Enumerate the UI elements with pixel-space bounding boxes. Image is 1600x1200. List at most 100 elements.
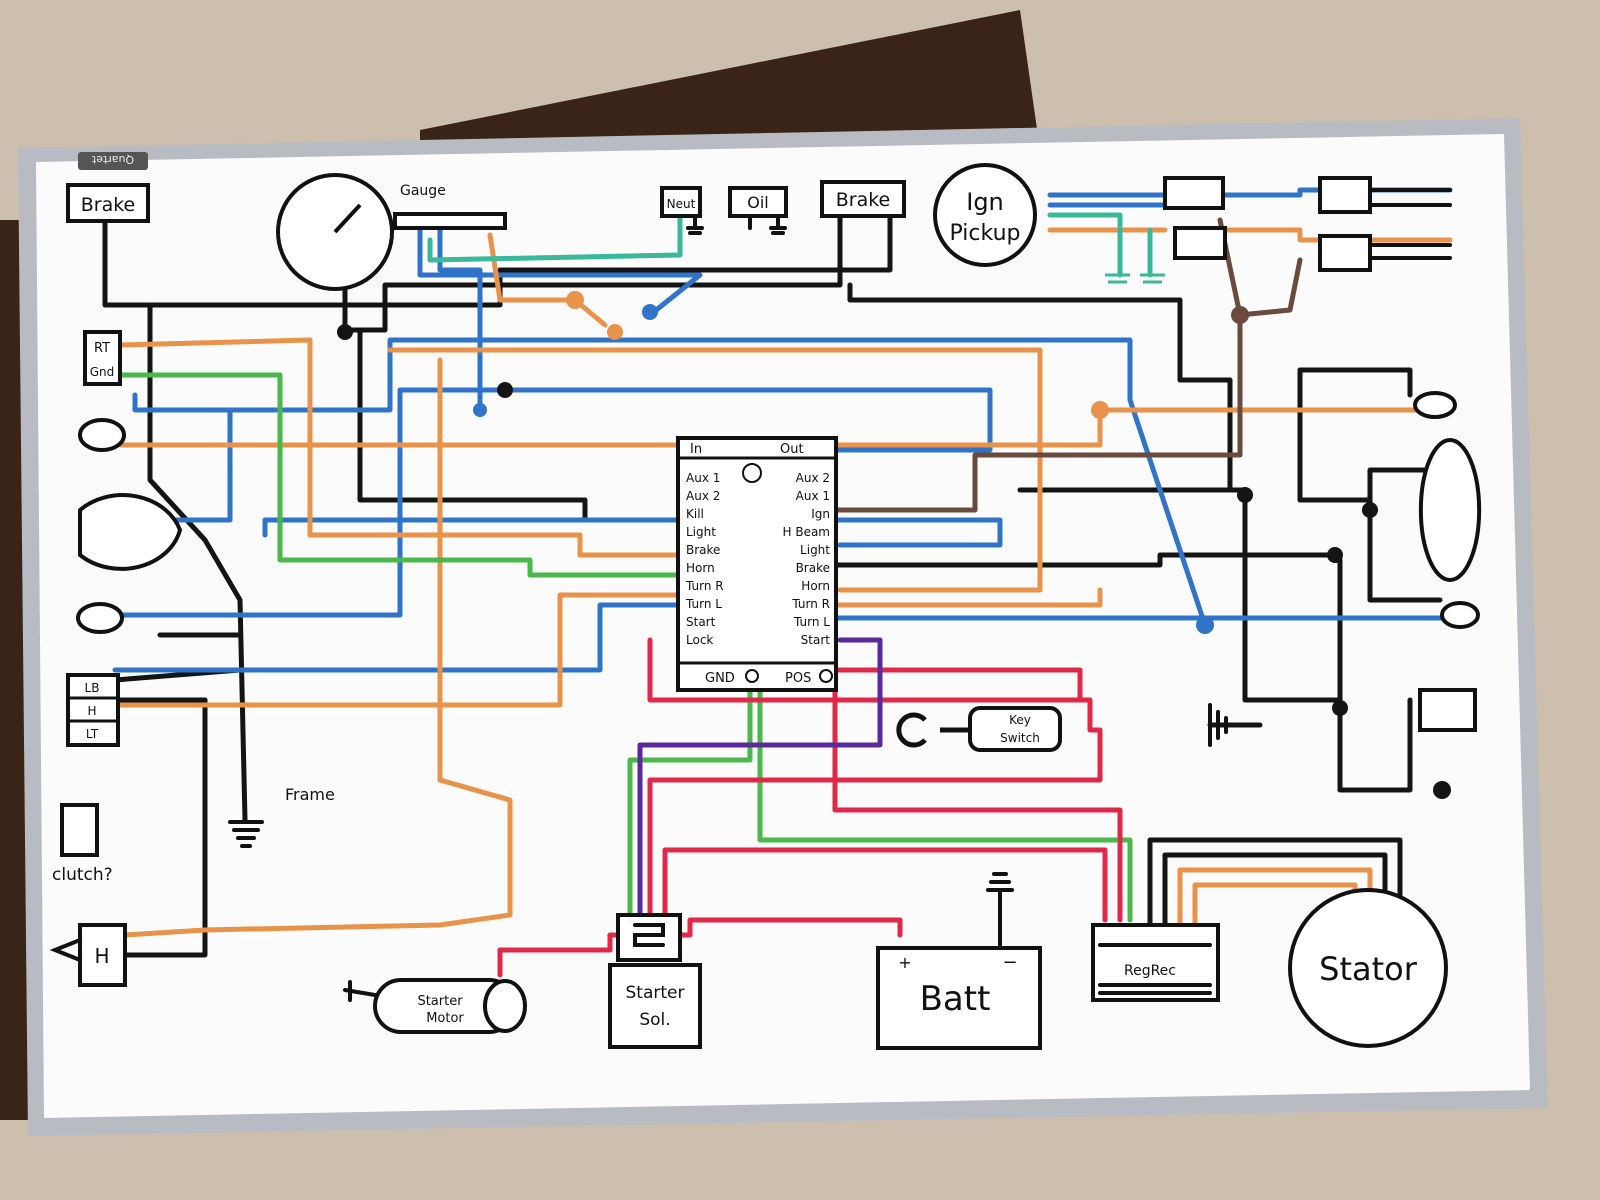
- right-handlebar-switch: [1418, 688, 1477, 732]
- wire-red-key: [647, 637, 1103, 918]
- controller-output-pin-label: H Beam: [783, 525, 831, 539]
- wire-teal-neut: [427, 212, 683, 263]
- batt-plus-label: +: [898, 953, 911, 972]
- neut-label: Neut: [667, 197, 696, 211]
- junction-dot: [497, 382, 513, 398]
- controller-input-pin-label: Horn: [686, 561, 715, 575]
- ign-label-line2: Pickup: [950, 221, 1021, 246]
- horn: [78, 923, 127, 987]
- spark-plug-cap-upper: [1318, 176, 1372, 214]
- wire-orange-left-bars: [112, 592, 683, 708]
- brake-switch-left: [66, 183, 150, 223]
- taillight: [1418, 437, 1482, 583]
- ign-label-line1: Ign: [966, 188, 1004, 216]
- handlebar-switch-left: [66, 673, 120, 747]
- junction-dot: [642, 304, 658, 320]
- wire-blue-gauge: [417, 227, 703, 413]
- junction-dot: [1332, 700, 1348, 716]
- wire-black-top-bus: [147, 212, 893, 308]
- controller-output-pin-label: Turn R: [791, 597, 830, 611]
- rear-turn-light-right-lower: [1440, 601, 1480, 629]
- starter-sol-label-line2: Sol.: [639, 1010, 670, 1030]
- rear-turn-light-left: [76, 602, 124, 634]
- controller-input-pin-label: Turn R: [685, 579, 724, 593]
- wire-black-to-right: [847, 282, 1233, 493]
- wire-orange-long-down: [122, 357, 513, 938]
- junction-dot: [566, 291, 584, 309]
- controller-led-icon: [742, 463, 762, 483]
- key-label-line1: Key: [1009, 713, 1031, 727]
- controller-input-pin-label: Aux 2: [686, 489, 720, 503]
- junction-dot: [1433, 781, 1451, 799]
- ign-pickup: [933, 163, 1037, 267]
- wire-red-regrec: [662, 847, 1108, 923]
- wire-orange-ign: [1047, 227, 1453, 243]
- wire-green-horn: [117, 372, 683, 578]
- junction-dot: [1327, 547, 1343, 563]
- junction-dot: [1237, 487, 1253, 503]
- frame-ground-icon: [228, 818, 264, 848]
- brand-label: Quartet: [91, 153, 134, 166]
- controller-output-pin-label: Aux 1: [796, 489, 830, 503]
- stator-label: Stator: [1319, 950, 1418, 988]
- starter-solenoid: [608, 963, 702, 1049]
- clutch-switch: [60, 803, 99, 857]
- batt-label: Batt: [920, 979, 991, 1019]
- h-label: H: [87, 704, 96, 718]
- junction-dot: [1091, 401, 1109, 419]
- wire-orange-right-bus: [387, 347, 1043, 593]
- spark-plug-icon: [1368, 188, 1452, 260]
- controller-output-pin-label: Aux 2: [796, 471, 830, 485]
- regrec: [1091, 923, 1220, 1002]
- oil-switch: [728, 186, 788, 218]
- junction-dot: [607, 324, 623, 340]
- junction-dot: [1231, 306, 1249, 324]
- controller-output-pin-label: Horn: [801, 579, 830, 593]
- desk-surface: [420, 10, 1040, 150]
- ground-symbol-icon: [1105, 273, 1165, 284]
- wire-orange-gauge: [487, 232, 608, 328]
- brake-right-label: Brake: [836, 189, 891, 211]
- wire-green-gnd: [757, 667, 1133, 923]
- junctions: [337, 291, 1451, 799]
- spark-plug-cap-lower: [1318, 234, 1372, 272]
- key-icon: [896, 712, 970, 748]
- wire-orange-headlight-bus: [117, 337, 683, 558]
- battery: [876, 946, 1042, 1050]
- brake-left-label: Brake: [81, 194, 136, 216]
- brake-switch-right: [820, 180, 906, 218]
- wire-orange-rear-turn: [117, 407, 1423, 448]
- wire-blue-left-switch: [112, 602, 683, 673]
- controller-input-pin-label: Light: [686, 525, 716, 539]
- controller-output-pin-label: Start: [801, 633, 831, 647]
- front-turn-light-left: [78, 418, 126, 452]
- controller-header-out: Out: [780, 442, 804, 457]
- ign-coil-upper: [1163, 176, 1225, 210]
- ground-symbol-icon: [686, 214, 787, 235]
- neutral-switch: [660, 186, 702, 218]
- wire-black-right-lights: [1297, 367, 1443, 793]
- horn-label: H: [94, 944, 109, 968]
- controller-input-pin-label: Kill: [686, 507, 704, 521]
- controller-pos-label: POS: [785, 671, 811, 686]
- headlight: [78, 493, 183, 571]
- battery-ground-icon: [986, 872, 1014, 950]
- gauge-label: Gauge: [400, 183, 446, 199]
- controller-output-pin-label: Light: [800, 543, 830, 557]
- wire-orange-hbeam: [835, 587, 1103, 608]
- starter-sol-label-line1: Starter: [626, 983, 685, 1003]
- lt-label: LT: [86, 727, 99, 741]
- ign-coil-lower: [1173, 226, 1227, 260]
- wire-teal-ign-ground: [1047, 212, 1153, 278]
- ground-symbol-icon: [343, 980, 377, 1002]
- starter-motor-label-line2: Motor: [426, 1011, 464, 1026]
- regrec-label: RegRec: [1124, 963, 1176, 979]
- gauge-connector: [393, 212, 507, 230]
- controller-output-pin-label: Brake: [796, 561, 830, 575]
- lb-label: LB: [85, 681, 100, 695]
- oil-label: Oil: [747, 193, 768, 212]
- controller-input-pin-label: Start: [686, 615, 716, 629]
